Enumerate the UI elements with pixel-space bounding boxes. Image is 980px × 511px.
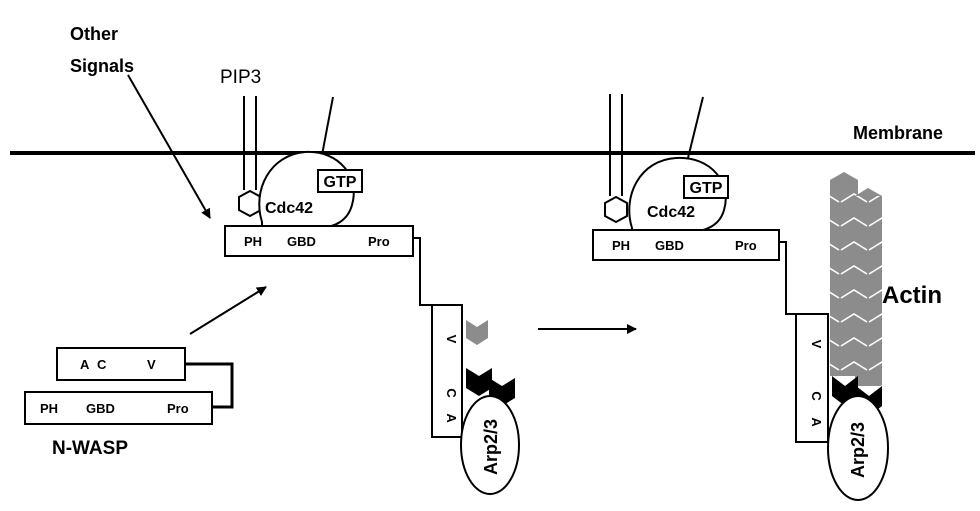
- active-complex-left: GTP Cdc42 PH GBD Pro V C A Arp2/3: [224, 96, 520, 495]
- inactive-nwasp: A C V PH GBD Pro N-WASP: [24, 347, 234, 459]
- ph-domain-label: PH: [612, 238, 630, 253]
- activation-arrow: [189, 286, 267, 335]
- other-signals-label: Other Signals: [70, 24, 134, 76]
- gtp-label: GTP: [690, 180, 723, 197]
- other-signals-line1: Other: [70, 24, 118, 44]
- nwasp-bar: [224, 225, 414, 257]
- actin-filament: [855, 196, 882, 386]
- actin-filament: [830, 180, 858, 376]
- nwasp-label: N-WASP: [52, 438, 128, 459]
- pro-domain-label: Pro: [368, 234, 390, 249]
- gtp-box: [683, 175, 729, 199]
- pro-domain-label: Pro: [735, 238, 757, 253]
- autoinhibition-linker: [185, 362, 234, 409]
- c-domain-label: C: [444, 388, 459, 398]
- actin-label: Actin: [882, 282, 942, 309]
- v-domain-label: V: [444, 335, 459, 344]
- v-domain-label: V: [147, 357, 156, 372]
- arp23-label: Arp2/3: [481, 419, 501, 475]
- a-domain-label: A: [444, 413, 459, 423]
- other-signals-line2: Signals: [70, 56, 134, 76]
- cdc42-label: Cdc42: [647, 204, 695, 221]
- c-domain-label: C: [97, 357, 107, 372]
- cdc42-anchor-line: [321, 96, 334, 156]
- membrane-label: Membrane: [853, 123, 943, 143]
- active-complex-right: GTP Cdc42 PH GBD Pro V C A Arp2/3 Actin: [592, 94, 942, 501]
- vca-box: [795, 313, 829, 443]
- other-signals-arrow: [127, 74, 211, 219]
- ph-gbd-pro-bar: [24, 391, 213, 425]
- ph-domain-label: PH: [40, 401, 58, 416]
- v-domain-label: V: [809, 340, 824, 349]
- gbd-domain-label: GBD: [655, 238, 684, 253]
- actin-filament-tip: [855, 188, 882, 196]
- a-domain-label: A: [80, 357, 90, 372]
- ph-domain-label: PH: [244, 234, 262, 249]
- pip3-headgroup-icon: [238, 189, 262, 218]
- c-domain-label: C: [809, 391, 824, 401]
- pip3-headgroup-icon: [604, 195, 628, 224]
- gbd-domain-label: GBD: [287, 234, 316, 249]
- a-domain-label: A: [809, 417, 824, 427]
- linker-line: [413, 237, 432, 306]
- cdc42-label: Cdc42: [265, 200, 313, 217]
- vca-box: [431, 304, 463, 438]
- pip3-label: PIP3: [220, 67, 261, 88]
- arp23-complex: [827, 395, 889, 501]
- cdc42-anchor-line: [687, 96, 704, 159]
- actin-filament-tip: [830, 172, 858, 180]
- actin-monomer-icon: [466, 320, 488, 345]
- gtp-box: [317, 169, 363, 193]
- gbd-domain-label: GBD: [86, 401, 115, 416]
- nwasp-bar: [592, 229, 780, 261]
- gtp-label: GTP: [324, 174, 357, 191]
- pro-domain-label: Pro: [167, 401, 189, 416]
- acv-bar: [56, 347, 186, 381]
- arp23-complex: [460, 395, 520, 495]
- arp23-label: Arp2/3: [848, 422, 868, 478]
- linker-line: [779, 241, 796, 315]
- arp23-subunit-icon: [466, 368, 492, 396]
